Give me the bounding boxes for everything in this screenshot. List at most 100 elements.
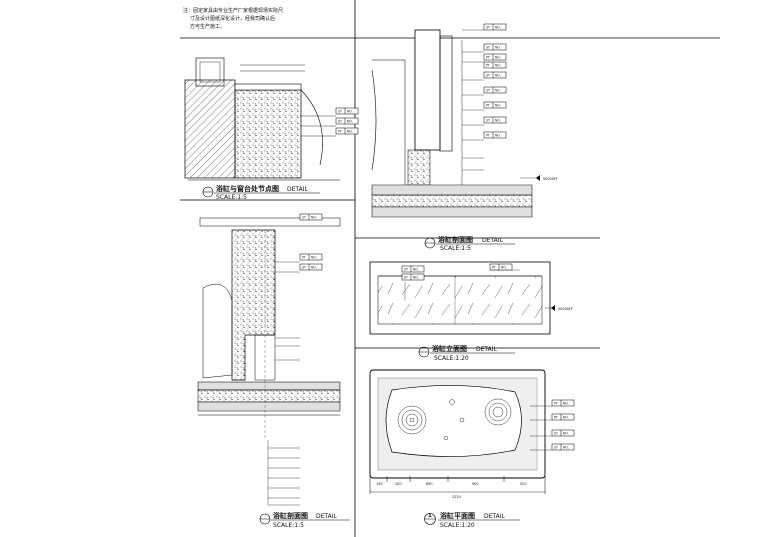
plan-dim-2: 200 bbox=[395, 482, 401, 486]
tag-number: NO. bbox=[495, 74, 501, 78]
title-block-2: 浴缸剖面图 DETAIL SCALE:1:5 bbox=[424, 235, 515, 252]
tag-type: ST bbox=[404, 276, 408, 280]
leader-lines bbox=[267, 261, 300, 506]
tag-type: PT bbox=[338, 130, 342, 134]
material-tag: ST NO. bbox=[335, 117, 359, 125]
level-mark: 0005AFF bbox=[543, 177, 558, 181]
tag-type: PT bbox=[492, 266, 496, 270]
detail-title-1: 浴缸与窗台处节点图 bbox=[216, 184, 279, 193]
title-block-1: 浴缸与窗台处节点图 DETAIL SCALE:1:5 bbox=[202, 184, 320, 201]
material-tag: ST NO. bbox=[483, 71, 507, 79]
tag-number: NO. bbox=[347, 110, 353, 114]
tag-type: ST bbox=[404, 268, 408, 272]
detail-tub-plan: 150 200 690 900 520 2220 bbox=[369, 369, 552, 499]
material-tag: PT NO. bbox=[483, 53, 507, 61]
tag-number: NO. bbox=[495, 89, 501, 93]
material-tag: PT NO. bbox=[551, 413, 575, 421]
detail-scale-2: SCALE:1:5 bbox=[440, 245, 471, 252]
material-tag: PT NO. bbox=[551, 399, 575, 407]
detail-title-4: 浴缸剖面图 bbox=[273, 511, 308, 520]
tag-type: ST bbox=[486, 46, 490, 50]
tag-number: NO. bbox=[563, 432, 569, 436]
detail-suffix-3: DETAIL bbox=[476, 346, 497, 353]
tag-boxes: ST NO. ST NO. PT NO. ST NO. PT NO. ST NO. ST NO. ST NO.… bbox=[299, 23, 575, 451]
tag-type: ST bbox=[554, 446, 558, 450]
tag-type: PT bbox=[554, 416, 558, 420]
detail-suffix-1: DETAIL bbox=[287, 186, 308, 193]
title-block-5: 1 浴缸平面图 DETAIL SCALE:1:20 bbox=[424, 511, 520, 529]
detail-window-sill bbox=[184, 57, 340, 181]
tag-number: NO. bbox=[413, 276, 419, 280]
leader-lines bbox=[300, 115, 336, 137]
tag-type: PT bbox=[486, 56, 490, 60]
tag-number: NO. bbox=[311, 256, 317, 260]
material-tag: PT NO. bbox=[483, 131, 507, 139]
material-tag: ST NO. bbox=[551, 429, 575, 437]
detail-scale-5: SCALE:1:20 bbox=[440, 522, 475, 529]
tag-type: PT bbox=[554, 402, 558, 406]
detail-scale-4: SCALE:1:5 bbox=[273, 522, 304, 529]
tag-type: ST bbox=[302, 266, 306, 270]
leader-lines bbox=[462, 29, 540, 179]
tag-type: ST bbox=[486, 74, 490, 78]
material-tag: ST NO. bbox=[483, 86, 507, 94]
detail-scale-1: SCALE:1:5 bbox=[216, 194, 247, 201]
level-mark-elevation: 0005AFF bbox=[558, 307, 573, 311]
plan-dim-3: 690 bbox=[426, 482, 432, 486]
plan-dim-4: 900 bbox=[472, 482, 478, 486]
tag-type: ST bbox=[486, 89, 490, 93]
sheet-frame bbox=[180, 0, 720, 537]
tag-type: PT bbox=[486, 104, 490, 108]
plan-dim-1: 150 bbox=[376, 482, 382, 486]
detail-title-2: 浴缸剖面图 bbox=[438, 235, 473, 244]
tag-number: NO. bbox=[563, 416, 569, 420]
detail-number-5: 1 bbox=[428, 513, 432, 519]
title-block-3: 浴缸立面图 DETAIL SCALE:1:20 bbox=[418, 344, 515, 362]
material-tag: ST NO. bbox=[401, 265, 425, 273]
tag-type: PT bbox=[486, 134, 490, 138]
note-line-3: 方可生产施工。 bbox=[190, 23, 225, 30]
detail-title-3: 浴缸立面图 bbox=[432, 344, 467, 353]
tag-type: ST bbox=[486, 26, 490, 30]
detail-suffix-4: DETAIL bbox=[316, 513, 337, 520]
tag-number: NO. bbox=[501, 266, 507, 270]
tag-number: NO. bbox=[347, 130, 353, 134]
detail-suffix-5: DETAIL bbox=[484, 513, 505, 520]
detail-scale-3: SCALE:1:20 bbox=[434, 355, 469, 362]
detail-suffix-2: DETAIL bbox=[482, 237, 503, 244]
material-tag: ST NO. bbox=[483, 43, 507, 51]
tag-type: ST bbox=[338, 120, 342, 124]
plan-dim-total: 2220 bbox=[452, 495, 461, 499]
tag-number: NO. bbox=[495, 119, 501, 123]
tag-number: NO. bbox=[413, 268, 419, 272]
detail-tub-section-right: 0005AFF bbox=[371, 29, 558, 218]
detail-tub-section-left bbox=[197, 217, 341, 506]
plan-dim-5: 520 bbox=[520, 482, 526, 486]
plan-dimension-ticks bbox=[369, 476, 546, 494]
tag-type: ST bbox=[554, 432, 558, 436]
tag-number: NO. bbox=[495, 46, 501, 50]
note-line-2: 寸及设计图纸深化设计，经我司确认后 bbox=[190, 15, 275, 22]
tag-number: NO. bbox=[495, 134, 501, 138]
tag-number: NO. bbox=[347, 120, 353, 124]
tag-number: NO. bbox=[311, 216, 317, 220]
tag-number: NO. bbox=[495, 26, 501, 30]
leader-lines bbox=[530, 405, 552, 451]
tag-type: PT bbox=[302, 256, 306, 260]
whirlpool-circles bbox=[397, 398, 512, 441]
material-tag: ST NO. bbox=[401, 273, 425, 281]
tag-number: NO. bbox=[563, 402, 569, 406]
material-tag: ST NO. bbox=[335, 107, 359, 115]
tag-number: NO. bbox=[495, 56, 501, 60]
material-tag: ST NO. bbox=[483, 23, 507, 31]
title-block-4: 浴缸剖面图 DETAIL SCALE:1:5 bbox=[259, 511, 350, 529]
material-tag: PT NO. bbox=[299, 253, 323, 261]
tag-type: ST bbox=[338, 110, 342, 114]
material-tag: PT NO. bbox=[335, 127, 359, 135]
general-note: 注：固定家具由专业生产厂家根据现场实际尺 寸及设计图纸深化设计，经我司确认后 方… bbox=[183, 7, 283, 30]
